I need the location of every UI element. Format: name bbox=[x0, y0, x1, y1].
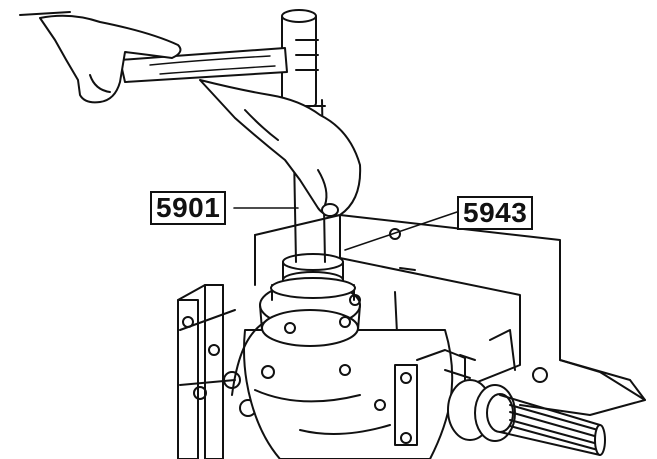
callout-5943: 5943 bbox=[457, 196, 534, 230]
output-shaft-assembly bbox=[394, 329, 606, 456]
gloved-hand-lower bbox=[199, 79, 362, 217]
left-frame bbox=[177, 284, 257, 459]
leader-lines bbox=[233, 207, 458, 251]
gloved-hand-upper bbox=[19, 11, 182, 104]
sleeve-tool-5943 bbox=[270, 253, 356, 301]
callout-5901: 5901 bbox=[150, 191, 227, 225]
hammer bbox=[119, 47, 288, 83]
driver-tool-5901 bbox=[281, 9, 326, 263]
